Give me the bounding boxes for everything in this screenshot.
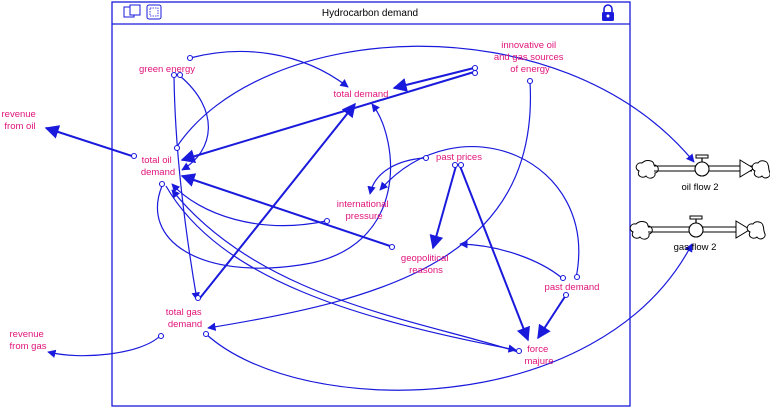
var-total-demand[interactable]: total demand [334,89,389,100]
window-title: Hydrocarbon demand [322,8,418,19]
link-past-demand-to-intl-pressure [379,146,580,279]
link-innovative-to-total-oil-demand [180,71,475,164]
link-total-oil-to-force-majure [165,185,517,353]
link-total-oil-to-oil-flow [175,45,695,163]
link-total-oil-to-revenue-oil [44,125,133,157]
causal-links [44,45,695,391]
valve-icon [688,215,704,238]
var-revenue-from-oil[interactable]: revenue from oil [2,109,39,132]
lock-icon[interactable] [602,4,614,21]
var-international-pressure[interactable]: international pressure [337,199,391,222]
link-origins [130,54,581,355]
gas-flow[interactable]: gas flow 2 [629,215,766,253]
link-past-prices-to-geopolitical [429,165,457,250]
cloud-sink-icon [746,221,766,240]
link-innovative-to-total-gas [207,81,531,331]
link-past-demand-to-force-majure [537,294,567,340]
link-force-majure-to-total-oil [171,189,519,353]
var-force-majure[interactable]: force majure [524,344,553,367]
var-total-gas-demand[interactable]: total gas demand [166,307,205,330]
view-toggle-icon[interactable] [123,4,141,18]
cloud-source-icon [635,160,659,179]
var-past-prices[interactable]: past prices [436,152,482,163]
oil-flow-label: oil flow 2 [682,182,719,193]
var-revenue-from-gas[interactable]: revenue from gas [10,329,47,352]
gas-flow-label: gas flow 2 [674,242,717,253]
link-intl-pressure-to-total-oil [171,183,327,227]
cloud-sink-icon [751,160,770,179]
link-green-energy-to-total-gas-demand [173,75,200,301]
frame-select-icon[interactable] [146,4,162,20]
link-past-prices-to-force-majure [459,165,530,342]
link-total-demand-loop-to-total-oil [156,103,392,269]
var-green-energy[interactable]: green energy [139,64,195,75]
link-past-prices-to-intl-pressure [367,157,425,195]
valve-icon [694,154,710,177]
var-past-demand[interactable]: past demand [545,282,600,293]
link-total-gas-to-gas-flow [205,243,693,391]
link-innovative-to-total-demand [392,67,475,92]
model-frame [111,1,631,407]
link-geopolitical-to-total-oil [180,173,391,247]
var-innovative-sources[interactable]: innovative oil and gas sources of energy [494,40,566,75]
var-total-oil-demand[interactable]: total oil demand [141,155,175,178]
oil-flow[interactable]: oil flow 2 [635,154,770,193]
link-past-demand-to-geopolitical [459,239,563,279]
cloud-source-icon [629,221,653,240]
link-total-gas-to-revenue-gas [47,335,161,358]
var-geopolitical-reasons[interactable]: geopolitical reasons [401,253,451,276]
link-total-gas-to-total-demand [199,102,356,299]
link-green-energy-to-total-demand [189,50,349,88]
